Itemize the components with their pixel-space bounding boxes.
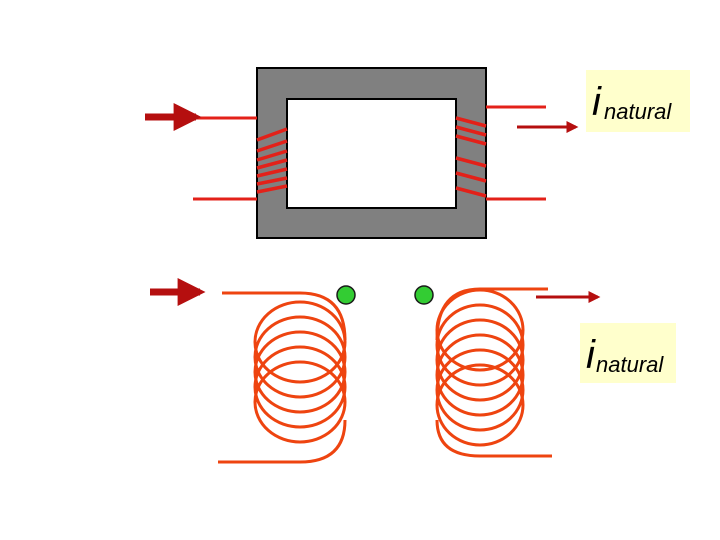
secondary-winding	[455, 116, 487, 198]
current-label-bottom: i natural	[580, 323, 676, 383]
left-coil-lead-top	[222, 291, 347, 341]
right-coil-lead-bottom	[435, 419, 552, 458]
current-symbol: i	[586, 333, 595, 377]
left-coil	[253, 300, 347, 444]
current-label-top: i natural	[586, 70, 690, 132]
current-subscript: natural	[596, 352, 664, 377]
polarity-dot-left	[336, 285, 356, 305]
polarity-dot-right	[414, 285, 434, 305]
left-coil-lead-bottom	[218, 419, 347, 464]
primary-winding	[256, 127, 288, 194]
current-subscript: natural	[604, 99, 672, 124]
transformer-core-group	[256, 67, 487, 239]
iron-core	[256, 67, 487, 239]
right-coil	[435, 288, 525, 447]
current-symbol: i	[592, 80, 601, 124]
